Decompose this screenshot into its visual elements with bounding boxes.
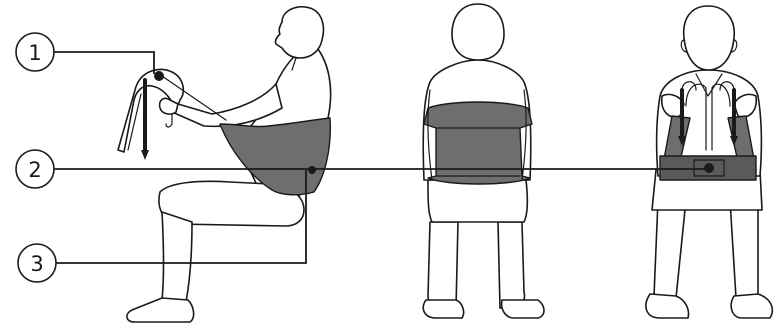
callout-2: 2 (16, 150, 54, 188)
side-buckle-point (308, 166, 316, 174)
side-head (275, 7, 323, 58)
callout-2-number: 2 (28, 158, 41, 182)
front-view-figure (646, 6, 772, 318)
front-leg-right (730, 200, 758, 298)
back-leg-right (498, 222, 525, 308)
front-leg-left (654, 200, 686, 298)
callout-1: 1 (16, 33, 54, 71)
side-foot (127, 298, 194, 322)
back-sling (424, 102, 532, 184)
front-buckle-point (704, 163, 714, 173)
callout-3-number: 3 (30, 252, 43, 276)
leader-line-1 (54, 52, 154, 74)
side-attachment-point (154, 71, 164, 81)
front-head (684, 6, 735, 70)
back-head (452, 4, 504, 60)
callout-3: 3 (18, 244, 56, 282)
side-leg (162, 212, 192, 302)
back-view-figure (423, 4, 544, 318)
back-hips (428, 180, 527, 222)
callout-1-number: 1 (28, 41, 41, 65)
side-view-figure (118, 7, 331, 322)
back-leg-left (428, 222, 458, 308)
